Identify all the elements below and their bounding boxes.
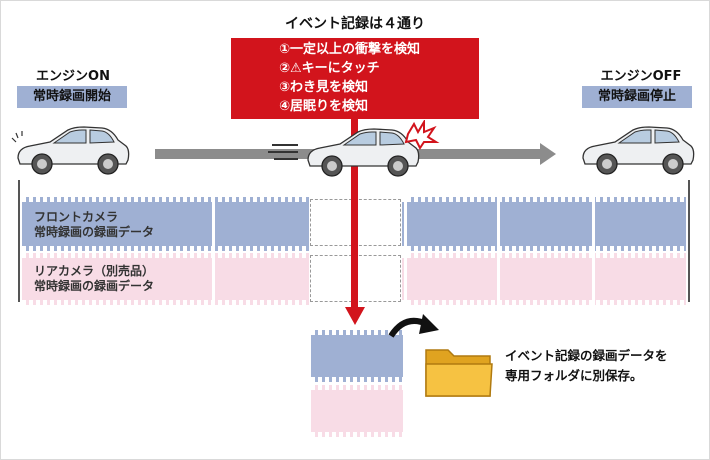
engine-on-label: エンジンON xyxy=(36,69,110,84)
saved-front-film-bottom xyxy=(311,377,403,382)
frame-divider xyxy=(404,197,407,305)
diagram-title: イベント記録は４通り xyxy=(285,16,425,32)
front-track-line1: フロントカメラ xyxy=(34,210,119,224)
engine-off-label: エンジンOFF xyxy=(600,69,682,84)
speed-lines xyxy=(268,144,298,160)
save-note-line2: 専用フォルダに別保存。 xyxy=(505,368,643,383)
rear-track-line1: リアカメラ（別売品） xyxy=(34,264,155,278)
front-track-line2: 常時録画の録画データ xyxy=(34,225,155,239)
car-icon xyxy=(11,126,130,175)
impact-icon xyxy=(404,120,440,150)
event-conditions-box: ①一定以上の衝撃を検知 ②⚠キーにタッチ ③わき見を検知 ④居眠りを検知 xyxy=(231,38,479,119)
folder-icon xyxy=(425,349,493,397)
save-note: イベント記録の録画データを 専用フォルダに別保存。 xyxy=(505,346,668,386)
event-line-overlay xyxy=(351,197,358,305)
condition-1: ①一定以上の衝撃を検知 xyxy=(279,42,421,57)
save-note-line1: イベント記録の録画データを xyxy=(505,348,668,363)
condition-3: ③わき見を検知 xyxy=(279,80,369,95)
timeline-end-marker xyxy=(688,180,690,302)
saved-rear-clip xyxy=(311,390,403,432)
saved-rear-film-bottom xyxy=(311,432,403,437)
condition-4: ④居眠りを検知 xyxy=(279,99,369,114)
frame-divider xyxy=(212,197,215,305)
frame-divider xyxy=(497,197,500,305)
car-icon-event xyxy=(307,128,420,177)
car-icon-off xyxy=(582,126,695,175)
engine-on-status: 常時録画開始 xyxy=(17,86,127,108)
engine-off-status: 常時録画停止 xyxy=(582,86,692,108)
saved-front-film-top xyxy=(311,330,403,335)
saved-rear-film-top xyxy=(311,385,403,390)
timeline-start-marker xyxy=(18,180,20,302)
event-down-arrow xyxy=(345,307,365,325)
front-track-label: フロントカメラ 常時録画の録画データ xyxy=(34,210,154,240)
rear-track-label: リアカメラ（別売品） 常時録画の録画データ xyxy=(34,264,154,294)
condition-2: ②⚠キーにタッチ xyxy=(279,61,380,76)
rear-track-line2: 常時録画の録画データ xyxy=(34,279,155,293)
saved-front-clip xyxy=(311,335,403,377)
frame-divider xyxy=(592,197,595,305)
curved-arrow-icon xyxy=(388,314,439,338)
